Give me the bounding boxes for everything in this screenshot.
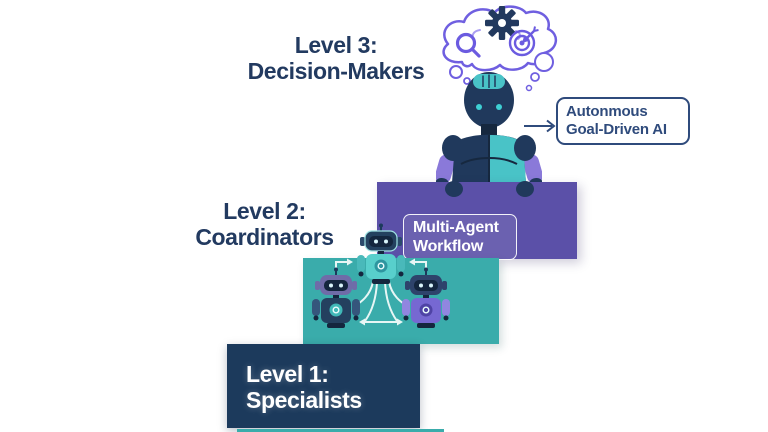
level2-title: Level 2: xyxy=(223,198,306,224)
level3-step-block xyxy=(377,182,577,259)
level3-title: Level 3: xyxy=(294,32,378,58)
thought-trail-circle xyxy=(534,52,554,72)
robot-eye xyxy=(476,104,482,110)
magnifier-icon xyxy=(455,32,481,58)
robot-head-seams xyxy=(482,74,496,88)
callout-line2: Goal-Driven AI xyxy=(566,120,667,138)
bottom-teal-sliver xyxy=(237,429,444,432)
workflow-line1: Multi-Agent xyxy=(413,219,499,236)
level1-title: Level 1: xyxy=(246,361,329,387)
robot-eye xyxy=(496,104,502,110)
target-dart-icon xyxy=(508,26,539,57)
level2-label: Level 2: Coardinators xyxy=(162,198,367,251)
level3-label: Level 3: Decision-Makers xyxy=(226,32,446,85)
agent-network xyxy=(312,223,450,328)
mini-robot-left xyxy=(312,267,360,328)
callout-box: Autonmous Goal-Driven AI xyxy=(556,97,690,145)
mini-robot-right xyxy=(402,267,450,328)
level1-step-block: Level 1: Specialists xyxy=(227,344,420,428)
agent-emblem xyxy=(329,303,343,317)
level1-label: Level 1: Specialists xyxy=(246,361,362,414)
thought-trail-circle xyxy=(525,84,533,92)
level3-subtitle: Decision-Makers xyxy=(247,57,425,84)
agent-emblem xyxy=(374,259,388,273)
robot-hands xyxy=(445,181,534,197)
level1-subtitle: Specialists xyxy=(246,387,362,414)
thought-trail-circle xyxy=(463,77,471,85)
level2-subtitle: Coardinators xyxy=(195,223,334,250)
decision-maker-robot xyxy=(436,72,542,196)
mini-robot-coordinator xyxy=(357,223,405,284)
callout-line1: Autonmous xyxy=(566,103,648,120)
robot-shoulder xyxy=(514,135,536,161)
agent-emblem xyxy=(419,303,433,317)
workflow-line2: Workflow xyxy=(413,238,484,256)
thought-trail-circle xyxy=(530,72,540,82)
arrow-right-icon xyxy=(524,119,556,133)
robot-shoulder xyxy=(442,135,464,161)
thought-trail-circle xyxy=(449,65,463,79)
robot-neck xyxy=(481,124,497,136)
thought-bubble xyxy=(442,5,557,92)
workflow-badge: Multi-Agent Workflow xyxy=(403,214,517,260)
gear-icon xyxy=(485,6,519,40)
network-arrowheads xyxy=(347,258,415,326)
robot-chest-seam xyxy=(460,157,518,165)
